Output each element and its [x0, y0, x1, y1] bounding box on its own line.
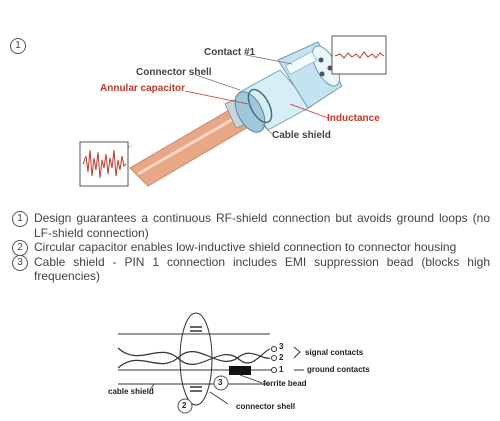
signal-clean-wave	[334, 51, 385, 59]
leader-shield	[261, 123, 273, 135]
marker-1: 1	[10, 38, 26, 54]
ferrite-bead-label: ferrite bead	[263, 379, 307, 388]
connector-illustration	[79, 35, 387, 187]
leader-inductance	[289, 103, 329, 119]
notes-list: 1 Design guarantees a continuous RF-shie…	[12, 211, 490, 284]
connector-shell-ring	[179, 312, 213, 406]
signal-contacts-label: signal contacts	[305, 348, 364, 357]
pin-2-label: 2	[279, 353, 284, 362]
note-item: 3 Cable shield - PIN 1 connection includ…	[12, 254, 490, 284]
leader-contact	[245, 54, 293, 65]
note-item: 1 Design guarantees a continuous RF-shie…	[12, 211, 490, 240]
label-annular-capacitor: Annular capacitor	[100, 83, 186, 94]
connector-body	[234, 41, 343, 133]
schematic-marker-2-label: 2	[182, 401, 187, 410]
cable-highlight	[137, 112, 243, 176]
note-text: Design guarantees a continuous RF-shield…	[34, 211, 490, 240]
ferrite-bead	[229, 366, 251, 375]
ground-contacts-label: ground contacts	[307, 365, 370, 374]
label-contact: Contact #1	[204, 47, 256, 58]
label-cable-shield: Cable shield	[272, 130, 331, 141]
twisted-pair-a	[117, 347, 271, 366]
capacitor-top	[190, 326, 202, 332]
signal-bracket	[293, 346, 301, 359]
connector-shell-label: connector shell	[236, 402, 296, 411]
pin-1	[271, 367, 277, 373]
pin-3	[271, 346, 277, 352]
capacitor-bottom	[190, 386, 202, 392]
signal-noisy-wave	[82, 149, 127, 179]
pin-3-label: 3	[279, 342, 284, 351]
note-marker: 1	[12, 211, 28, 227]
leader-annular	[184, 90, 249, 105]
ferrite-leader	[239, 374, 263, 384]
connector-shell-leader	[209, 391, 229, 405]
label-connector-shell: Connector shell	[136, 67, 212, 78]
cable-shield-label: cable shield	[108, 387, 154, 396]
pin-1-label: 1	[279, 365, 284, 374]
note-item: 2 Circular capacitor enables low-inducti…	[12, 240, 490, 256]
twisted-pair-b	[117, 350, 271, 369]
note-text: Circular capacitor enables low-inductive…	[34, 240, 457, 254]
note-text: Cable shield - PIN 1 connection includes…	[34, 254, 490, 284]
label-inductance: Inductance	[327, 113, 380, 124]
schematic-marker-3-label: 3	[218, 378, 223, 387]
leader-shell	[195, 74, 241, 91]
signal-box-input	[79, 141, 129, 187]
note-marker: 3	[12, 254, 28, 271]
pin-2	[271, 355, 277, 361]
